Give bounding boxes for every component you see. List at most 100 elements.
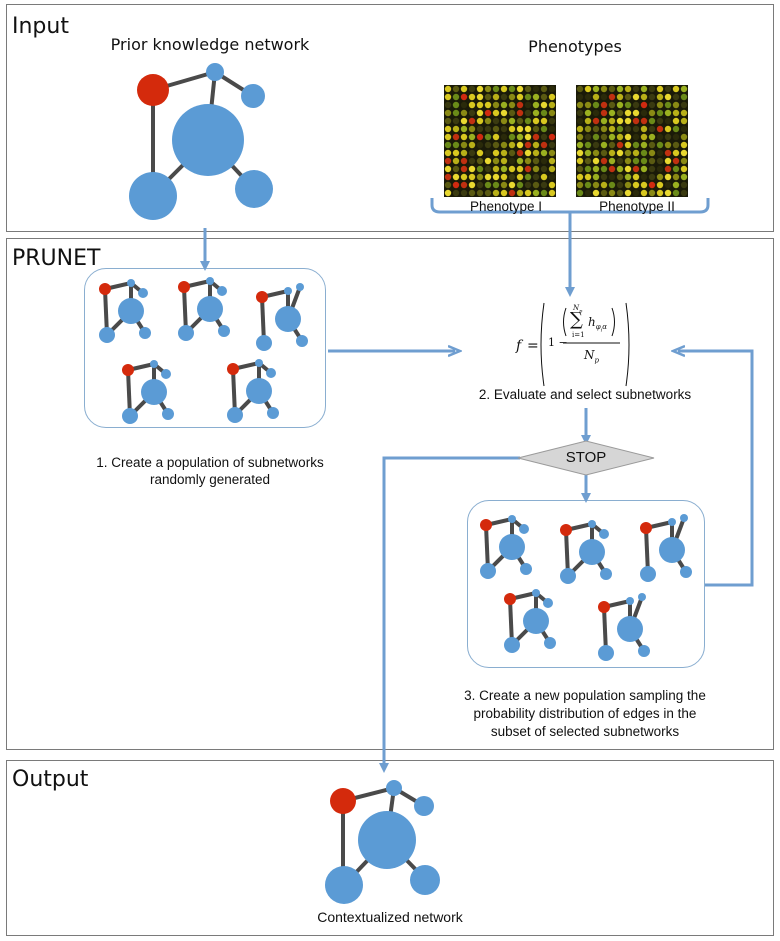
heatmap-spot [664,181,672,189]
heatmap-spot [608,93,616,101]
heatmap-spot [484,165,492,173]
heatmap-spot [632,157,640,165]
network-node [414,796,434,816]
prunet-title: PRUNET [12,246,101,271]
heatmap-spot [468,189,476,197]
heatmap-spot [484,149,492,157]
heatmap-spot [516,149,524,157]
step2-label: 2. Evaluate and select subnetworks [478,387,692,402]
heatmap-spot [616,173,624,181]
heatmap-spot [540,133,548,141]
heatmap-spot [508,165,516,173]
heatmap-spot [640,101,648,109]
heatmap-spot [640,181,648,189]
heatmap-spot [468,125,476,133]
heatmap-spot [632,133,640,141]
heatmap-spot [600,101,608,109]
heatmap-spot [516,189,524,197]
heatmap-spot [476,189,484,197]
subnetwork-hub-node [504,593,516,605]
heatmap-spot [532,189,540,197]
heatmap-spot [640,117,648,125]
formula-sum-upper: Np [573,304,583,315]
heatmap-spot [452,93,460,101]
heatmap-spot [444,117,452,125]
heatmap-spot [600,149,608,157]
heatmap-spot [484,157,492,165]
phenotype-1-label: Phenotype I [469,199,543,214]
heatmap-spot [532,101,540,109]
heatmap-spot [516,101,524,109]
heatmap-spot [500,133,508,141]
heatmap-spot [508,141,516,149]
heatmap-spot [600,117,608,125]
heatmap-spot [576,141,584,149]
heatmap-spot [592,93,600,101]
heatmap-spot [664,85,672,93]
heatmap-spot [468,93,476,101]
heatmap-spot [484,85,492,93]
heatmap-spot [500,165,508,173]
heatmap-spot [672,93,680,101]
subnetwork-node [275,306,301,332]
heatmap-spot [632,93,640,101]
heatmap-spot [468,173,476,181]
subnetwork-node [626,597,634,605]
step1-label: 1. Create a population of subnetworks ra… [40,454,380,488]
subnetwork-node [668,518,676,526]
step3-label: 3. Create a new population sampling the … [420,687,750,741]
heatmap-spot [532,117,540,125]
heatmap-spot [492,133,500,141]
subnetwork-node [99,327,115,343]
heatmap-spot [584,141,592,149]
heatmap-spot [640,157,648,165]
subnetwork-node [617,616,643,642]
heatmap-spot [468,133,476,141]
heatmap-spot [460,165,468,173]
heatmap-spot [664,157,672,165]
subnetwork-node [499,534,525,560]
heatmap-spot [592,85,600,93]
heatmap-spot [584,101,592,109]
phenotypes-label: Phenotypes [528,37,622,56]
heatmap-spot [492,93,500,101]
heatmap-spot [640,149,648,157]
heatmap-spot [680,85,688,93]
heatmap-spot [540,189,548,197]
heatmap-spot [516,181,524,189]
heatmap-spot [444,149,452,157]
heatmap-spot [524,189,532,197]
subnetwork-node [122,408,138,424]
heatmap-background [444,85,556,197]
heatmap-spot [540,165,548,173]
subnetwork-hub-node [598,601,610,613]
formula-paren-inner-right [611,307,615,337]
heatmap-spot [632,181,640,189]
heatmap-spot [576,181,584,189]
heatmap-spot [540,93,548,101]
phenotype-2-heatmap [576,85,688,197]
subnetwork-node [638,645,650,657]
heatmap-spot [600,173,608,181]
heatmap-spot [452,189,460,197]
heatmap-spot [664,117,672,125]
heatmap-spot [576,189,584,197]
heatmap-spot [624,189,632,197]
heatmap-spot [608,181,616,189]
formula-one-minus: 1 − [548,336,568,349]
heatmap-spot [484,173,492,181]
heatmap-spot [476,93,484,101]
heatmap-spot [592,189,600,197]
heatmap-spot [672,157,680,165]
subnetwork-node [197,296,223,322]
heatmap-spot [548,117,556,125]
heatmap-spot [608,109,616,117]
heatmap-spot [476,85,484,93]
heatmap-spot [648,157,656,165]
heatmap-spot [540,157,548,165]
heatmap-spot [616,141,624,149]
heatmap-spot [680,173,688,181]
heatmap-spot [616,133,624,141]
heatmap-spot [524,93,532,101]
heatmap-spot [648,189,656,197]
